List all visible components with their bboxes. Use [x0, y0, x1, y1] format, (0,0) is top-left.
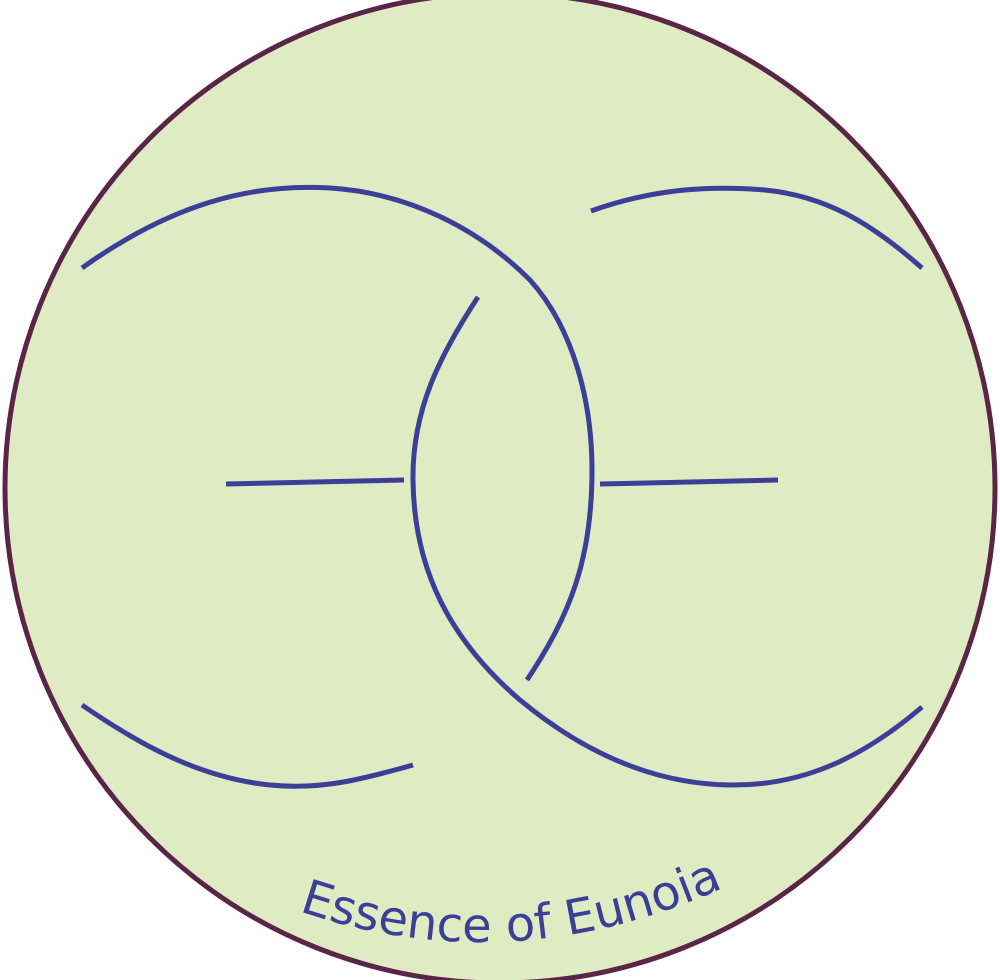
right-horizontal-bar — [599, 477, 779, 487]
knot-emblem — [80, 184, 924, 789]
left-horizontal-bar — [225, 477, 405, 487]
top-right-arc — [590, 185, 924, 270]
right-ring-outer-arc — [410, 295, 924, 788]
left-ring-outer-arc — [80, 184, 595, 682]
bottom-left-arc — [80, 702, 414, 789]
